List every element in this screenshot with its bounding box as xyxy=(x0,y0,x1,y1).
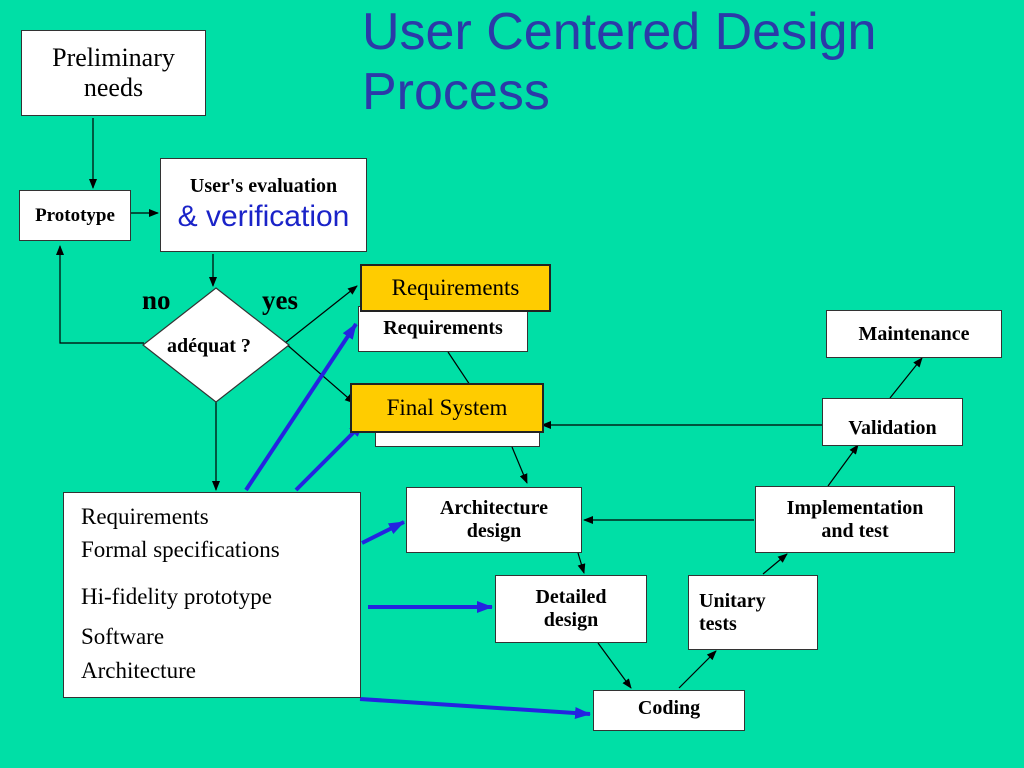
label-no: no xyxy=(142,285,171,315)
blue-arrow-to-final-system xyxy=(294,420,366,492)
unitary-tests-box: Unitary tests xyxy=(688,575,818,650)
requirements-box: Requirements xyxy=(358,306,528,352)
implementation-test-box: Implementation and test xyxy=(755,486,955,553)
prototype-box: Prototype xyxy=(19,190,131,241)
deliverables-list: Requirements Formal specifications Hi-fi… xyxy=(63,492,361,698)
deliverable-hifi-prototype: Hi-fidelity prototype xyxy=(81,584,272,609)
arrow-decision-to-final-system xyxy=(284,342,355,404)
blue-arrow-to-architecture xyxy=(361,520,405,545)
arrow-yes-to-requirements xyxy=(284,285,358,344)
arrow-architecture-to-detailed xyxy=(577,552,586,574)
unitary-tests-line-1: Unitary xyxy=(699,589,766,612)
detailed-design-line-2: design xyxy=(543,609,599,631)
decision-diamond xyxy=(142,287,290,403)
validation-label: Validation xyxy=(848,417,937,439)
deliverable-architecture: Architecture xyxy=(81,658,196,683)
user-evaluation-line-1: User's evaluation xyxy=(189,175,338,198)
coding-label: Coding xyxy=(637,697,701,719)
validation-box: Validation xyxy=(822,398,963,446)
arrow-specs-to-architecture xyxy=(511,446,528,484)
title-line-2: Process xyxy=(362,63,550,121)
maintenance-label: Maintenance xyxy=(858,322,970,345)
deliverable-formal-specifications: Formal specifications xyxy=(81,537,280,562)
arrow-coding-to-unitary xyxy=(678,650,717,689)
label-yes: yes xyxy=(262,285,298,315)
final-system-box: Final System xyxy=(350,383,544,433)
architecture-design-line-1: Architecture xyxy=(439,497,549,519)
page-title: User Centered Design Process xyxy=(362,2,1002,122)
user-evaluation-line-2: & verification xyxy=(177,200,350,234)
detailed-design-line-1: Detailed xyxy=(535,586,607,608)
preliminary-needs-box: Preliminary needs xyxy=(21,30,206,116)
coding-box: Coding xyxy=(593,690,745,731)
architecture-design-box: Architecture design xyxy=(406,487,582,553)
prototype-label: Prototype xyxy=(35,204,115,226)
decision-label: adéquat ? xyxy=(167,335,251,357)
requirements-highlight-label: Requirements xyxy=(391,274,520,300)
requirements-highlight-box: Requirements xyxy=(360,264,551,312)
preliminary-needs-line-2: needs xyxy=(83,73,144,102)
deliverable-requirements: Requirements xyxy=(81,504,209,529)
line-requirements-to-specs xyxy=(447,351,471,386)
requirements-label: Requirements xyxy=(383,317,503,339)
arrow-implementation-to-validation xyxy=(827,444,859,487)
user-evaluation-box: User's evaluation & verification xyxy=(160,158,367,252)
arrow-no-loop-to-prototype xyxy=(56,245,144,344)
arrow-detailed-to-coding xyxy=(597,642,632,689)
preliminary-needs-line-1: Preliminary xyxy=(52,43,175,73)
title-line-1: User Centered Design xyxy=(362,3,877,61)
deliverable-software: Software xyxy=(81,624,165,649)
final-system-label: Final System xyxy=(386,394,508,420)
unitary-tests-line-2: tests xyxy=(699,612,737,635)
architecture-design-line-2: design xyxy=(466,520,522,542)
detailed-design-box: Detailed design xyxy=(495,575,647,643)
blue-arrow-to-coding xyxy=(359,697,591,720)
arrow-validation-to-maintenance xyxy=(889,357,923,399)
blue-arrow-to-requirements xyxy=(244,322,358,492)
implementation-test-line-1: Implementation xyxy=(786,496,924,519)
maintenance-box: Maintenance xyxy=(826,310,1002,358)
arrow-unitary-to-implementation xyxy=(762,553,788,575)
implementation-test-line-2: and test xyxy=(821,519,889,542)
